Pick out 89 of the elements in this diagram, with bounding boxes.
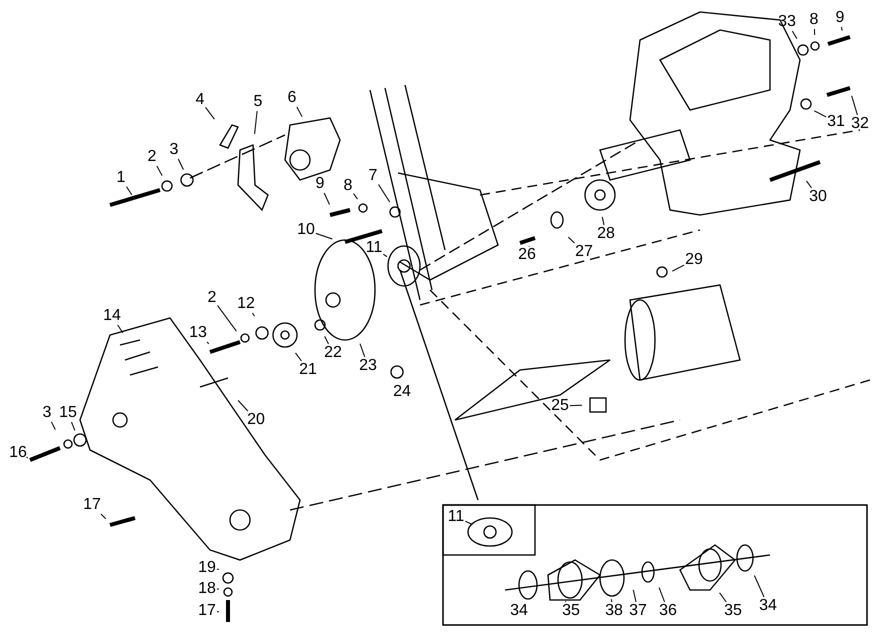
- leader-line: [719, 592, 727, 602]
- leader-line: [254, 110, 258, 134]
- callout-number: 22: [324, 345, 342, 361]
- callout-number: 38: [605, 603, 623, 619]
- leader-line: [217, 304, 237, 332]
- callout-number: 34: [759, 598, 777, 614]
- leader-line: [464, 520, 473, 525]
- callout-number: 2: [148, 149, 156, 165]
- leader-line: [851, 95, 858, 116]
- leader-line: [252, 312, 255, 317]
- leader-line: [610, 598, 612, 602]
- callout-number: 34: [510, 603, 528, 619]
- leader-line: [382, 254, 388, 258]
- leader-line: [296, 106, 303, 118]
- callout-number: 28: [597, 226, 615, 242]
- leader-line: [569, 404, 582, 406]
- leader-line: [205, 106, 215, 120]
- callout-number: 24: [393, 384, 411, 400]
- leader-line: [238, 400, 248, 412]
- callout-number: 37: [629, 603, 647, 619]
- leader-line: [814, 110, 827, 118]
- leader-line: [632, 589, 636, 602]
- callout-number: 12: [237, 296, 255, 312]
- leader-line: [378, 184, 390, 202]
- leader-line: [315, 232, 333, 240]
- callout-number: 1: [116, 170, 126, 186]
- leader-line: [295, 352, 302, 362]
- callout-number: 11: [448, 509, 464, 525]
- callout-number: 31: [827, 114, 845, 130]
- leader-line: [126, 186, 132, 196]
- leader-line: [216, 568, 220, 570]
- leader-line: [564, 600, 566, 602]
- leader-line: [178, 158, 184, 170]
- leader-line: [360, 343, 366, 358]
- leader-line: [71, 422, 76, 431]
- leader-line: [156, 166, 163, 176]
- callout-number: 20: [247, 412, 265, 428]
- callout-number: 17: [83, 497, 101, 513]
- leader-line: [353, 193, 358, 200]
- leader-line: [324, 336, 329, 344]
- callout-number: 27: [575, 244, 593, 260]
- callout-number: 23: [359, 358, 377, 374]
- leader-line: [568, 236, 575, 244]
- leader-line: [206, 342, 210, 344]
- callout-number: 8: [344, 178, 352, 194]
- callout-number: 2: [208, 290, 216, 306]
- callout-number: 14: [103, 308, 121, 324]
- callout-number: 9: [836, 10, 844, 26]
- callout-number: 16: [9, 445, 27, 461]
- leader-line: [117, 324, 124, 334]
- callout-number: 9: [316, 176, 324, 192]
- callout-number: 26: [518, 247, 536, 263]
- callout-number: 10: [297, 222, 315, 238]
- leader-line: [814, 28, 816, 36]
- callout-number: 36: [659, 603, 677, 619]
- callout-number: 19: [198, 560, 216, 576]
- leader-line: [792, 30, 798, 40]
- callout-number: 32: [851, 116, 869, 132]
- callout-number: 7: [368, 168, 378, 184]
- leader-line: [658, 587, 666, 602]
- leader-line: [216, 588, 220, 590]
- callout-number: 35: [562, 603, 580, 619]
- callout-number: 5: [254, 94, 262, 110]
- leader-line: [324, 192, 330, 206]
- callout-number: 33: [778, 14, 796, 30]
- callout-number: 6: [288, 90, 296, 106]
- leader-line: [841, 26, 843, 32]
- leader-line: [754, 575, 764, 598]
- callout-number: 4: [196, 92, 204, 108]
- leader-line: [602, 216, 604, 226]
- callout-number: 3: [42, 405, 52, 421]
- callout-number: 13: [189, 325, 207, 341]
- leader-line: [216, 611, 220, 612]
- leader-line: [100, 514, 106, 520]
- callout-number: 11: [366, 240, 382, 256]
- callout-number: 8: [810, 12, 818, 28]
- leader-line: [51, 422, 56, 430]
- leader-line: [672, 264, 685, 272]
- callout-number: 15: [59, 405, 77, 421]
- leader-line: [26, 456, 28, 458]
- callout-number: 18: [198, 581, 216, 597]
- callout-number: 21: [299, 362, 317, 378]
- callout-number: 35: [724, 603, 742, 619]
- callout-number: 3: [170, 142, 178, 158]
- callout-number: 30: [809, 189, 827, 205]
- callout-number: 17: [198, 603, 216, 619]
- callout-number: 25: [551, 398, 569, 414]
- callout-number: 29: [685, 252, 703, 268]
- leader-line: [806, 180, 812, 188]
